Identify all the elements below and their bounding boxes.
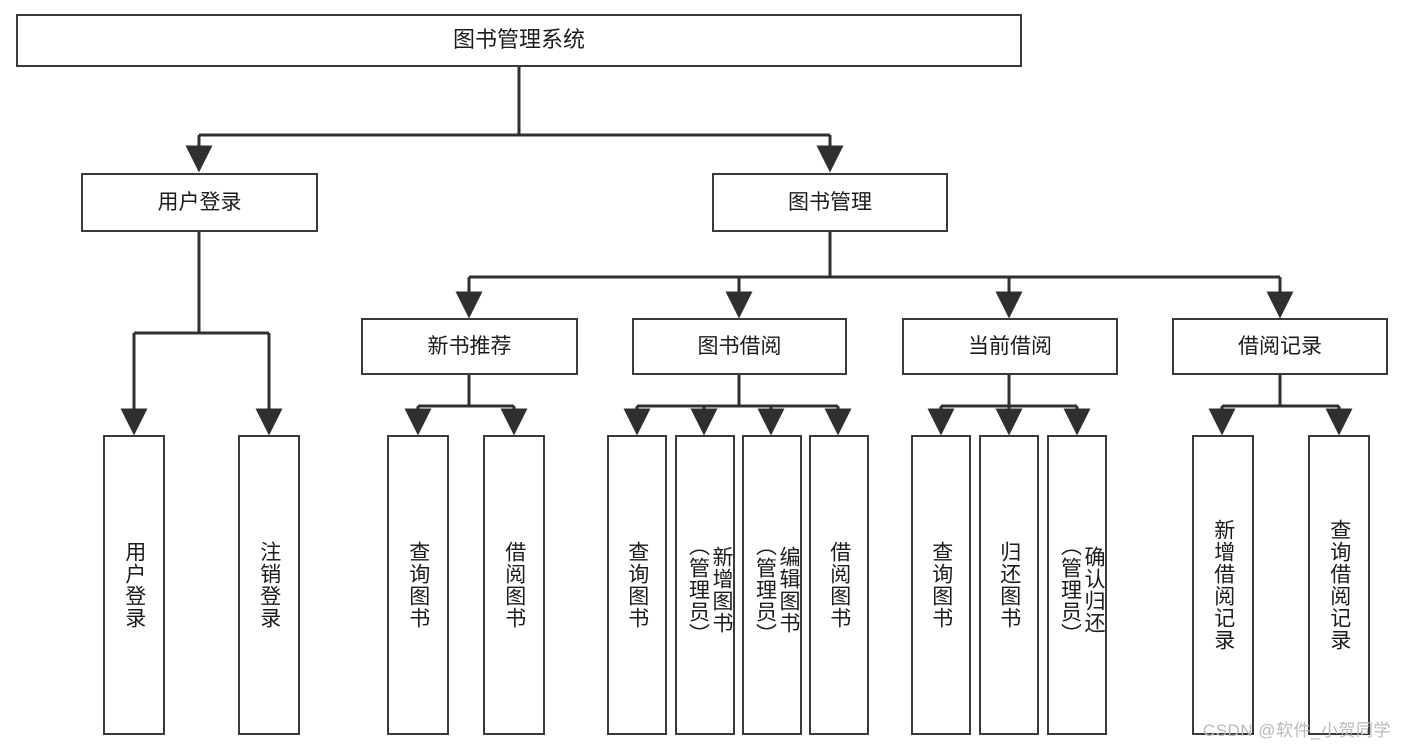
node-current-borrowing[interactable]: 当前借阅 — [902, 318, 1118, 375]
node-user-login[interactable]: 用户登录 — [81, 173, 318, 232]
leaf-user-login-login[interactable]: 用户登录 — [103, 435, 165, 735]
leaf-borrow-borrow-book[interactable]: 借阅图书 — [809, 435, 869, 735]
leaf-user-login-logout[interactable]: 注销登录 — [238, 435, 300, 735]
node-borrowing-record[interactable]: 借阅记录 — [1172, 318, 1388, 375]
leaf-record-add-borrow-record[interactable]: 新增借阅记录 — [1192, 435, 1254, 735]
leaf-record-query-borrow-record[interactable]: 查询借阅记录 — [1308, 435, 1370, 735]
node-book-management[interactable]: 图书管理 — [712, 173, 948, 232]
leaf-borrow-query-book[interactable]: 查询图书 — [607, 435, 667, 735]
leaf-new-book-borrow-book[interactable]: 借阅图书 — [483, 435, 545, 735]
node-book-borrowing[interactable]: 图书借阅 — [632, 318, 847, 375]
node-root-book-management-system[interactable]: 图书管理系统 — [16, 14, 1022, 67]
node-new-book-recommendation[interactable]: 新书推荐 — [361, 318, 578, 375]
leaf-borrow-edit-book-admin[interactable]: 编辑图书 （管理员） — [742, 435, 802, 735]
leaf-current-return-book[interactable]: 归还图书 — [979, 435, 1039, 735]
leaf-borrow-add-book-admin[interactable]: 新增图书 （管理员） — [675, 435, 735, 735]
leaf-current-confirm-return-admin[interactable]: 确认归还 （管理员） — [1047, 435, 1107, 735]
leaf-current-query-book[interactable]: 查询图书 — [911, 435, 971, 735]
leaf-new-book-query-book[interactable]: 查询图书 — [387, 435, 449, 735]
watermark: CSDN @软件_小贺同学 — [1202, 721, 1391, 740]
